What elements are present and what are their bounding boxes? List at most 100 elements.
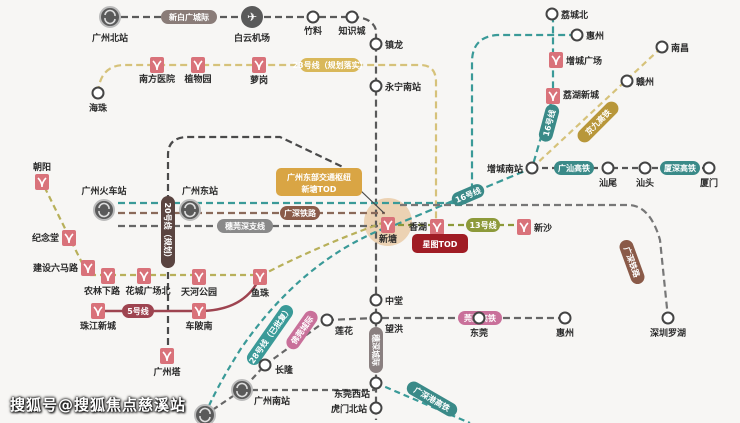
railway-station-icon	[179, 199, 201, 221]
station[interactable]: 朝阳	[33, 161, 51, 190]
station[interactable]: 增城广场	[549, 52, 602, 68]
metro-logo-icon	[64, 233, 74, 244]
metro-icon	[137, 268, 151, 284]
line-teal-top	[118, 33, 577, 205]
station[interactable]: 广州东站	[179, 185, 218, 221]
station[interactable]: 天河公园	[181, 269, 217, 298]
metro-icon	[91, 303, 105, 319]
station[interactable]: 南昌	[655, 40, 690, 55]
metro-logo-icon	[194, 306, 204, 317]
line-label-text: 穗莞深支线	[224, 221, 265, 231]
station[interactable]: 东莞西站	[334, 376, 383, 401]
line-guanhui	[326, 316, 565, 322]
station-label: 竹料	[303, 25, 322, 37]
station[interactable]: 汕尾	[599, 161, 617, 190]
station[interactable]: 惠州	[570, 28, 605, 43]
station[interactable]	[194, 404, 216, 423]
station-label: 厦门	[700, 177, 718, 189]
station[interactable]: 汕头	[636, 161, 654, 190]
tod-badge: 星图TOD	[412, 234, 468, 253]
station[interactable]: 东莞	[470, 311, 488, 340]
station[interactable]: 广州塔	[153, 348, 181, 378]
line-guangshen-rail-east	[400, 203, 670, 319]
station-label: 广州东站	[182, 185, 218, 197]
station-label: 鱼珠	[251, 287, 270, 299]
station[interactable]: 惠州	[556, 311, 574, 340]
line-label: 16号线	[538, 104, 560, 142]
station[interactable]: ✈白云机场	[234, 6, 270, 44]
station-label: 新塘	[379, 233, 397, 245]
railway-station-icon	[99, 6, 121, 28]
line-label: 23号线（规划落实）	[292, 58, 368, 72]
station-ring-icon	[369, 376, 383, 390]
station[interactable]: 南方医院	[139, 57, 175, 85]
station[interactable]: 香湖	[408, 219, 444, 235]
station-label: 花城广场北	[125, 285, 170, 297]
station[interactable]: 竹料	[303, 10, 322, 38]
hub-label-line1: 广州东部交通枢纽	[287, 172, 351, 182]
metro-icon	[517, 219, 531, 235]
station-label: 荔城北	[560, 9, 588, 21]
station-ring-icon	[525, 161, 539, 175]
station[interactable]: 虎门北站	[331, 401, 383, 416]
metro-icon	[192, 269, 206, 285]
station[interactable]: 建设六马路	[33, 260, 95, 276]
station[interactable]: 广州南站	[231, 379, 290, 407]
line-label: 广深铁路	[280, 206, 320, 220]
station[interactable]: 莲花	[320, 313, 354, 338]
station[interactable]: 珠江新城	[80, 303, 116, 332]
station-label: 惠州	[556, 327, 574, 339]
station[interactable]: 广州北站	[92, 6, 128, 44]
station[interactable]: 萝岗	[250, 57, 268, 86]
station-label: 虎门北站	[331, 403, 367, 415]
station[interactable]: 农林下路	[83, 268, 121, 297]
station-label: 纪念堂	[32, 232, 59, 244]
station-ring-icon	[620, 74, 634, 88]
station[interactable]: 知识城	[337, 10, 366, 38]
line-label: 厦深高铁	[660, 161, 700, 175]
station[interactable]: 长隆	[258, 358, 295, 377]
airport-icon	[241, 6, 263, 28]
station[interactable]: 深圳罗湖	[650, 311, 686, 340]
station-label: 望洪	[385, 323, 403, 335]
line-label: 穗深城际	[369, 327, 383, 373]
station[interactable]: 花城广场北	[125, 268, 171, 297]
station[interactable]: 赣州	[620, 74, 655, 89]
station[interactable]: 永宁南站	[369, 79, 422, 94]
line-label-text: 京九高铁	[583, 107, 613, 137]
metro-logo-icon	[432, 222, 442, 233]
station[interactable]: 车陂南	[185, 303, 213, 332]
station[interactable]: 中堂	[369, 293, 404, 308]
station-label: 广州塔	[153, 366, 181, 378]
refresh-icon	[98, 202, 110, 218]
station[interactable]: 增城南站	[487, 161, 539, 176]
line-label: 广深港高铁	[406, 381, 458, 417]
station[interactable]: 海珠	[89, 86, 108, 115]
station[interactable]: 植物园	[183, 57, 212, 85]
station[interactable]: 新沙	[517, 219, 552, 235]
station[interactable]: 厦门	[700, 161, 718, 190]
station-label: 农林下路	[83, 285, 121, 297]
line-guangshengang	[375, 381, 471, 423]
metro-logo-icon	[162, 351, 172, 362]
station-label: 东莞	[470, 327, 488, 339]
station[interactable]: 新塘	[379, 217, 397, 245]
metro-icon	[253, 269, 267, 285]
station[interactable]: 广州火车站	[81, 185, 127, 221]
station[interactable]: 纪念堂	[32, 230, 76, 246]
refresh-icon	[104, 9, 116, 25]
station[interactable]: 荔城北	[545, 7, 589, 22]
line-label: 穗莞深支线	[217, 219, 273, 233]
station[interactable]: 荔湖新城	[546, 88, 599, 104]
station-label: 朝阳	[33, 161, 51, 173]
line-label-text: 5号线	[127, 306, 149, 316]
metro-icon	[191, 57, 205, 73]
station[interactable]: 鱼珠	[251, 269, 270, 299]
line-label-text: 广深铁路	[284, 208, 317, 218]
station[interactable]: 镇龙	[369, 37, 404, 52]
station[interactable]: 望洪	[369, 311, 404, 336]
station-ring-icon	[558, 311, 572, 325]
station-label: 萝岗	[250, 74, 268, 86]
hub-label-line2: 新塘TOD	[302, 184, 337, 194]
